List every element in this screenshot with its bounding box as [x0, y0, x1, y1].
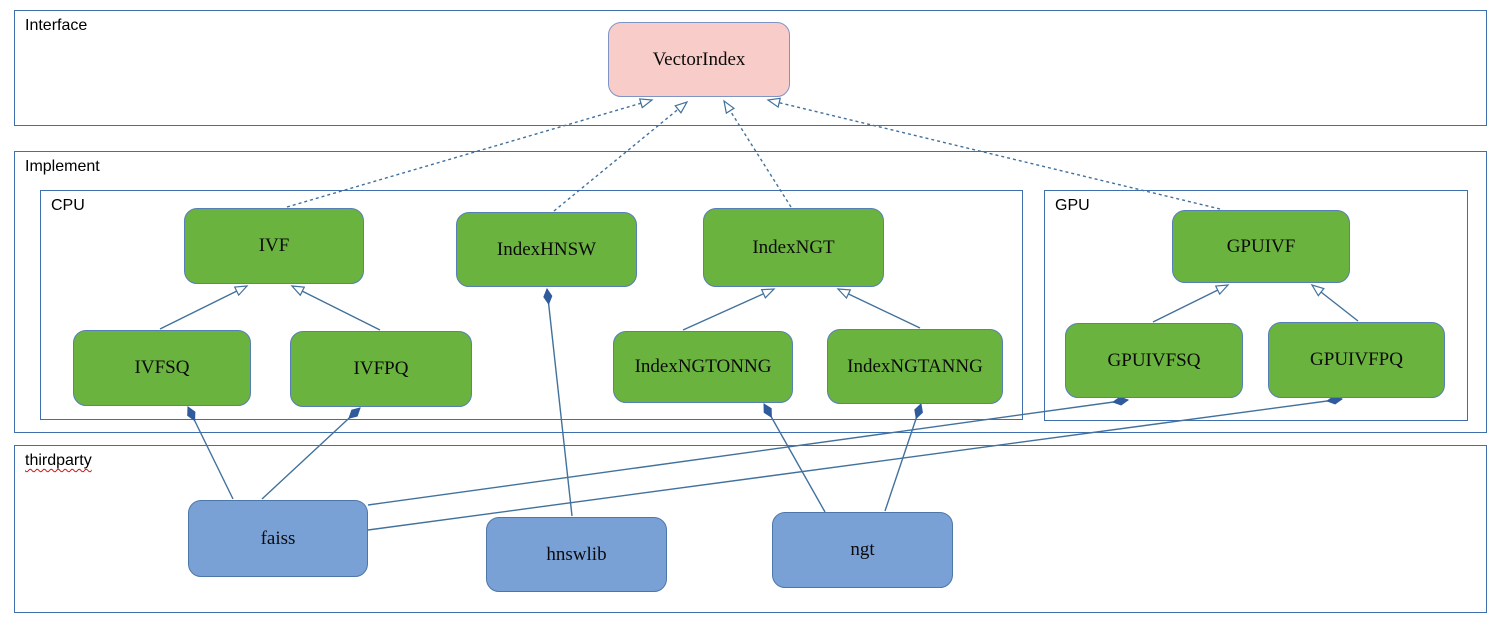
node-faiss-label: faiss [260, 527, 296, 549]
edge-ngt-indexngtanng [884, 404, 921, 512]
node-ngt[interactable]: ngt [772, 512, 953, 588]
container-cpu-label: CPU [51, 197, 85, 214]
container-implement-label: Implement [25, 158, 100, 175]
edge-gpuivfsq-gpuivf [1152, 284, 1230, 323]
edge-indexngtonng-indexngt [682, 288, 776, 331]
node-indexngtonng-label: IndexNGTONNG [634, 356, 772, 377]
node-faiss[interactable]: faiss [188, 500, 368, 577]
node-gpuivfsq[interactable]: GPUIVFSQ [1065, 323, 1243, 398]
edge-ivf-vectorindex [286, 98, 654, 208]
node-gpuivf[interactable]: GPUIVF [1172, 210, 1350, 283]
node-hnswlib-label: hnswlib [546, 543, 607, 565]
node-gpuivfsq-label: GPUIVFSQ [1107, 349, 1201, 371]
node-gpuivfpq-label: GPUIVFPQ [1310, 349, 1403, 370]
node-ivfsq[interactable]: IVFSQ [73, 330, 251, 406]
node-ivf[interactable]: IVF [184, 208, 364, 284]
edge-faiss-ivfpq [261, 408, 360, 500]
node-indexngt-label: IndexNGT [752, 236, 835, 258]
node-gpuivfpq[interactable]: GPUIVFPQ [1268, 322, 1445, 398]
edge-indexngtanng-indexngt [836, 288, 921, 329]
edge-faiss-ivfsq [188, 407, 234, 500]
container-gpu-label: GPU [1055, 197, 1090, 214]
edge-ivfsq-ivf [159, 285, 249, 330]
node-indexngt[interactable]: IndexNGT [703, 208, 884, 287]
edge-ivfpq-ivf [290, 285, 381, 331]
edge-faiss-gpuivfsq [367, 400, 1128, 506]
node-ivfsq-label: IVFSQ [134, 357, 190, 378]
node-ivf-label: IVF [258, 235, 290, 256]
edge-indexhnsw-vectorindex [553, 100, 689, 212]
edge-faiss-gpuivfpq [367, 399, 1342, 531]
edge-gpuivfpq-gpuivf [1310, 283, 1359, 322]
edge-ngt-indexngtonng [763, 404, 826, 513]
container-thirdparty-label: thirdparty [25, 452, 92, 469]
node-indexngtonng[interactable]: IndexNGTONNG [613, 331, 793, 403]
node-ivfpq[interactable]: IVFPQ [290, 331, 472, 407]
edge-indexngt-vectorindex [723, 99, 792, 208]
node-indexhnsw[interactable]: IndexHNSW [456, 212, 637, 287]
node-gpuivf-label: GPUIVF [1226, 235, 1296, 257]
node-ngt-label: ngt [850, 539, 875, 560]
node-vectorindex[interactable]: VectorIndex [608, 22, 790, 97]
container-interface-label: Interface [25, 17, 88, 34]
edge-gpuivf-vectorindex [766, 97, 1221, 210]
node-ivfpq-label: IVFPQ [353, 358, 409, 379]
node-indexngtanng[interactable]: IndexNGTANNG [827, 329, 1003, 404]
node-indexngtanng-label: IndexNGTANNG [847, 355, 983, 377]
node-vectorindex-label: VectorIndex [652, 48, 746, 70]
edge-hnswlib-indexhnsw [547, 289, 573, 517]
node-hnswlib[interactable]: hnswlib [486, 517, 667, 592]
node-indexhnsw-label: IndexHNSW [496, 238, 597, 260]
